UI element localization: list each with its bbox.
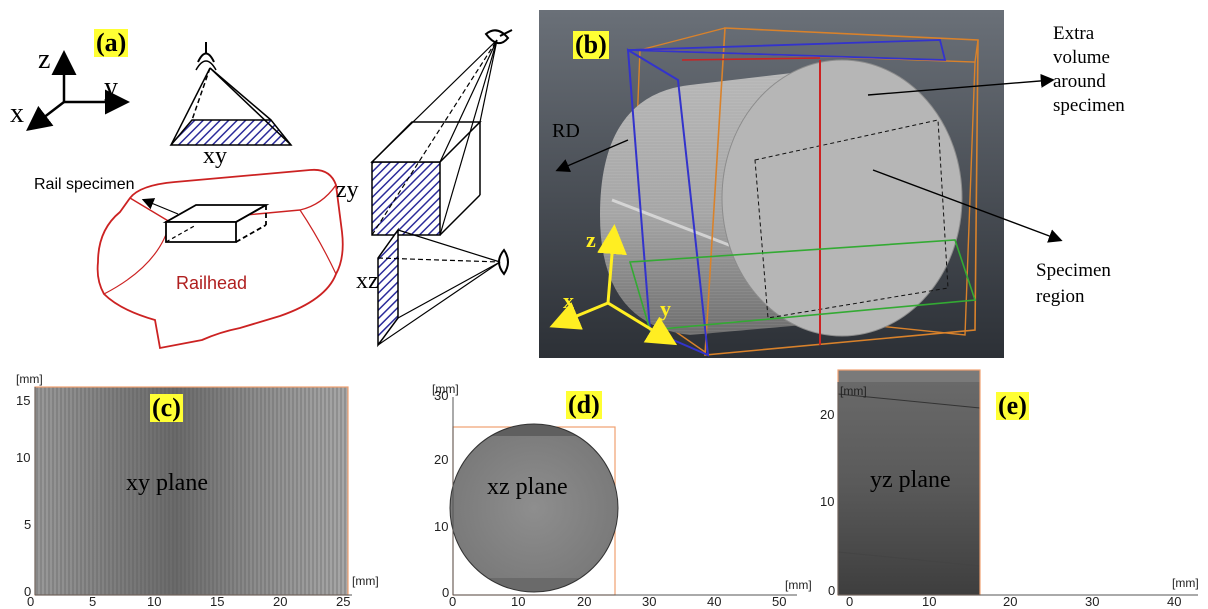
- x-tick: 25: [336, 594, 351, 609]
- y-tick: 0: [24, 584, 32, 599]
- y-tick: 10: [820, 494, 835, 509]
- axis-label-z: z: [38, 44, 51, 75]
- panel-b-render: [539, 10, 1063, 358]
- x-tick: 10: [147, 594, 162, 609]
- specimen-region-line: Specimen: [1036, 260, 1111, 281]
- x-tick: 0: [449, 594, 457, 609]
- x-tick: 20: [273, 594, 288, 609]
- panel-a-drawing: [26, 29, 513, 350]
- extra-volume-line: around: [1053, 71, 1106, 92]
- render-axis-x: x: [563, 288, 574, 313]
- x-tick: 5: [89, 594, 97, 609]
- x-tick: 20: [1003, 594, 1018, 609]
- xz-plane-disc: [450, 424, 618, 592]
- x-tick: 0: [846, 594, 854, 609]
- cylinder-end-face: [722, 60, 962, 336]
- x-tick: 30: [642, 594, 657, 609]
- x-tick: 40: [707, 594, 722, 609]
- extra-volume-line: volume: [1053, 47, 1110, 68]
- x-tick: 50: [772, 594, 787, 609]
- y-tick: 30: [434, 388, 449, 403]
- render-axis-y: y: [660, 296, 671, 321]
- plane-label-yz: yz plane: [870, 467, 951, 493]
- y-tick: 0: [442, 585, 450, 600]
- y-tick: 20: [820, 407, 835, 422]
- x-tick: 20: [577, 594, 592, 609]
- x-tick: 0: [27, 594, 35, 609]
- y-tick: 10: [434, 519, 449, 534]
- unit-label-x: [mm]: [352, 574, 379, 588]
- x-tick: 40: [1167, 594, 1182, 609]
- rd-label: RD: [552, 120, 580, 142]
- render-axes: [549, 224, 678, 346]
- railhead-label: Railhead: [176, 273, 248, 293]
- panel-label-c: (c): [150, 393, 183, 422]
- view-zy-drawing: [370, 29, 513, 236]
- specimen-region-label: Specimen region: [1036, 258, 1111, 310]
- y-tick: 5: [24, 517, 32, 532]
- view-label-zy: zy: [336, 177, 359, 203]
- view-xz-drawing: [377, 227, 509, 348]
- specimen-region-box: [754, 119, 949, 319]
- plot-e: [837, 369, 1198, 596]
- y-tick: 15: [16, 393, 31, 408]
- panel-label-b: (b): [573, 30, 609, 59]
- eye-icon: [498, 248, 509, 276]
- rail-specimen-label: Rail specimen: [34, 176, 135, 193]
- axis-triad: [26, 50, 130, 132]
- axis-label-y: y: [104, 72, 118, 103]
- x-tick: 10: [511, 594, 526, 609]
- view-label-xy: xy: [203, 143, 227, 169]
- plane-label-xy: xy plane: [126, 470, 208, 496]
- unit-label-y: [mm]: [840, 384, 867, 398]
- x-tick: 15: [210, 594, 225, 609]
- panel-label-a: (a): [94, 28, 129, 57]
- pyramid-xy: [169, 67, 293, 146]
- unit-label-x: [mm]: [1172, 576, 1199, 590]
- unit-label-y: [mm]: [432, 382, 459, 396]
- extra-volume-line: Extra: [1053, 23, 1095, 44]
- y-tick: 0: [828, 583, 836, 598]
- railhead-drawing: [96, 168, 344, 350]
- plane-label-xz: xz plane: [487, 474, 568, 500]
- yz-plane-image: [838, 370, 980, 595]
- x-tick: 10: [922, 594, 937, 609]
- render-axis-z: z: [586, 227, 596, 252]
- extra-volume-label: Extra volume around specimen: [1053, 22, 1125, 118]
- unit-label-y: [mm]: [16, 372, 43, 386]
- y-tick: 10: [16, 450, 31, 465]
- eye-icon: [484, 29, 510, 45]
- unit-label-x: [mm]: [785, 578, 812, 592]
- panel-label-d: (d): [566, 390, 602, 419]
- specimen-region-line: region: [1036, 286, 1085, 307]
- eye-icon: [195, 42, 217, 71]
- x-tick: 30: [1085, 594, 1100, 609]
- axis-label-x: x: [10, 98, 24, 129]
- panel-label-e: (e): [996, 391, 1029, 420]
- y-tick: 20: [434, 452, 449, 467]
- view-label-xz: xz: [356, 268, 379, 294]
- plot-c: [34, 386, 352, 596]
- extra-volume-line: specimen: [1053, 95, 1125, 116]
